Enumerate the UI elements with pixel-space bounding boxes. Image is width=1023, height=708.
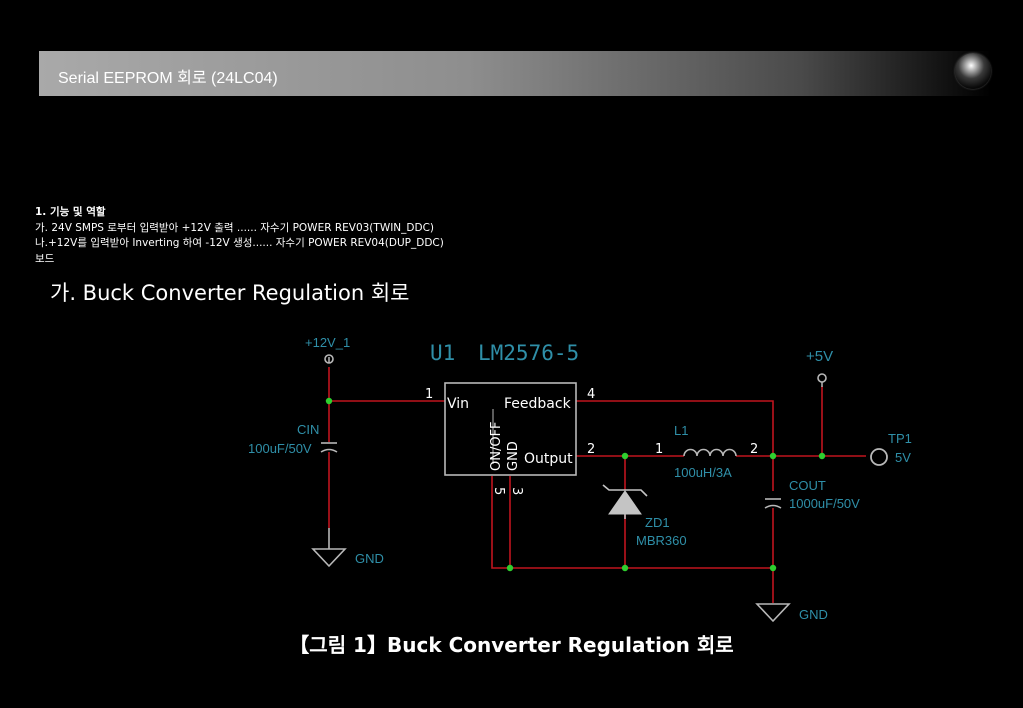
label-tp1-val: 5V <box>895 450 911 465</box>
label-pin-5: 5 <box>491 487 506 495</box>
wires <box>328 367 866 603</box>
junction <box>621 452 629 460</box>
label-pin-1: 1 <box>425 387 433 402</box>
description-line-1: 가. 24V SMPS 로부터 입력받아 +12V 출력 ...... 자수기 … <box>35 221 434 234</box>
section-title: 가. Buck Converter Regulation 회로 <box>50 281 410 305</box>
label-gnd-left: GND <box>355 551 384 566</box>
net-in-terminal <box>324 354 334 364</box>
label-l1-ref: L1 <box>674 423 688 438</box>
gnd-symbol-right <box>755 603 791 623</box>
zener-zd1 <box>602 484 648 519</box>
description-line-2: 나.+12V를 입력받아 Inverting 하여 -12V 생성...... … <box>35 237 444 249</box>
label-cout-ref: COUT <box>789 478 826 493</box>
description-block: 1. 기능 및 역할 가. 24V SMPS 로부터 입력받아 +12V 출력 … <box>35 205 444 267</box>
net-out-terminal <box>817 373 827 383</box>
title-bar: Serial EEPROM 회로 (24LC04) <box>39 51 991 96</box>
label-net-in: +12V_1 <box>305 335 350 350</box>
junction <box>621 564 629 572</box>
wire-gnd-bus <box>491 476 773 569</box>
junction <box>769 564 777 572</box>
label-l1-pin-2: 2 <box>750 442 758 457</box>
description-line-3: 보드 <box>35 252 55 265</box>
wire-feedback <box>576 400 774 456</box>
label-l1-val: 100uH/3A <box>674 465 732 480</box>
ic-u1-body <box>444 382 577 476</box>
label-gnd-right: GND <box>799 607 828 622</box>
label-pin-gnd: GND <box>506 441 521 471</box>
cin-capacitor <box>320 442 338 453</box>
gnd-symbol-left <box>311 548 347 568</box>
label-pin-onoff: ON/OFF <box>489 421 504 471</box>
figure-caption: 【그림 1】Buck Converter Regulation 회로 <box>289 633 734 657</box>
junction <box>325 397 333 405</box>
label-tp1-ref: TP1 <box>888 431 912 446</box>
label-zd1-ref: ZD1 <box>645 515 670 530</box>
label-pin-4: 4 <box>587 387 595 402</box>
label-ic-part: LM2576-5 <box>478 341 579 365</box>
junction <box>506 564 514 572</box>
label-cin-val: 100uF/50V <box>248 441 312 456</box>
label-cout-val: 1000uF/50V <box>789 496 860 511</box>
label-l1-pin-1: 1 <box>655 442 663 457</box>
label-pin-output: Output <box>524 451 573 467</box>
label-pin-vin: Vin <box>447 396 469 412</box>
junction <box>818 452 826 460</box>
label-pin-feedback: Feedback <box>504 396 572 412</box>
orb-decoration <box>955 53 991 89</box>
description-heading: 1. 기능 및 역할 <box>35 206 106 218</box>
label-pin-3: 3 <box>509 487 524 495</box>
page-title: Serial EEPROM 회로 (24LC04) <box>58 70 278 87</box>
cout-capacitor <box>764 498 782 509</box>
junction <box>769 452 777 460</box>
inductor-l1 <box>683 448 737 457</box>
label-net-out: +5V <box>806 348 833 365</box>
label-cin-ref: CIN <box>297 422 319 437</box>
label-ic-ref: U1 <box>430 341 455 365</box>
tp1-terminal <box>870 448 888 466</box>
junction-dots <box>325 397 826 572</box>
label-pin-2: 2 <box>587 442 595 457</box>
label-zd1-val: MBR360 <box>636 533 687 548</box>
